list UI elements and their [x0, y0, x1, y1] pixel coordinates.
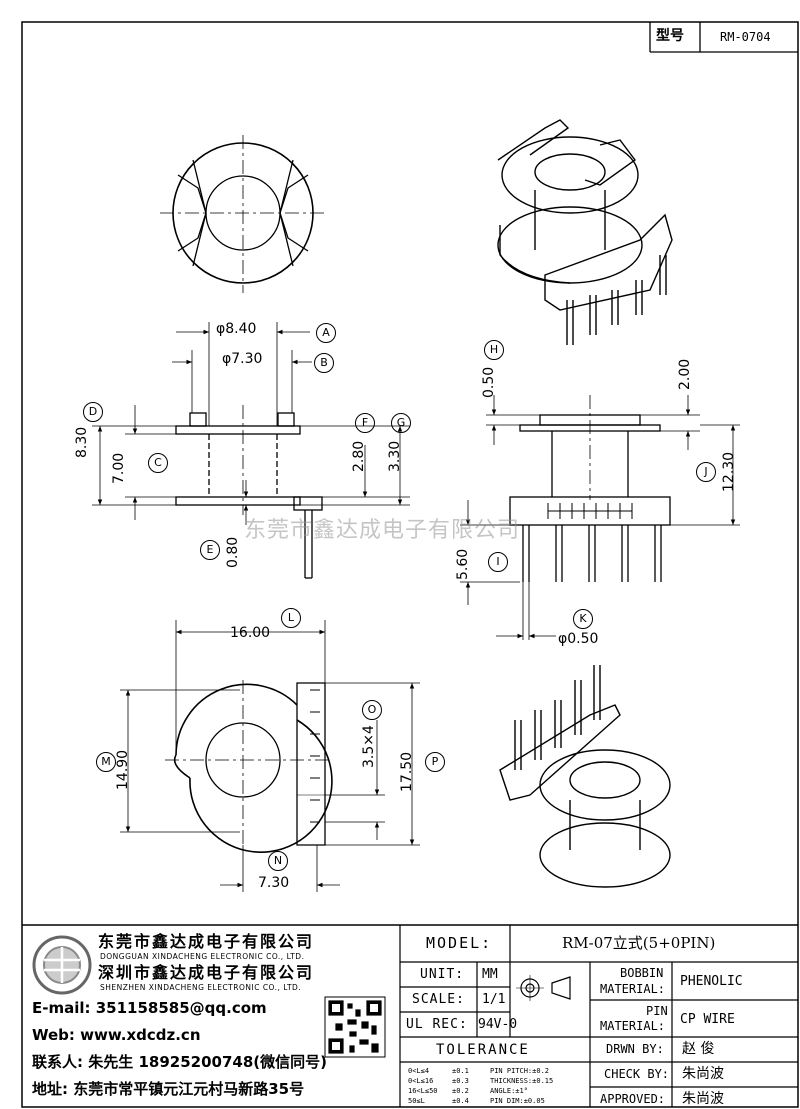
unit-value: MM [482, 967, 498, 982]
company-name-cn-1: 东莞市鑫达成电子有限公司 [98, 932, 315, 951]
tol-thickness: THICKNESS:±0.15 [490, 1077, 554, 1085]
pin-value: CP WIRE [680, 1012, 735, 1027]
drawn-label: DRWN BY: [606, 1042, 664, 1056]
balloon-g: G [391, 413, 411, 433]
top-view [160, 135, 325, 293]
tolerance-title: TOLERANCE [436, 1042, 530, 1058]
dim-16-00: 16.00 [230, 625, 271, 641]
dim-0-80: 0.80 [225, 536, 241, 568]
tol-value-2: ±0.3 [452, 1077, 469, 1085]
balloon-h: H [484, 340, 504, 360]
balloon-a: A [316, 323, 336, 343]
balloon-m: M [96, 752, 116, 772]
title-block-grid [22, 924, 798, 1107]
side-view-right [460, 395, 740, 640]
dim-12-30: 12.30 [721, 451, 737, 492]
dim-17-50: 17.50 [399, 751, 415, 792]
company-name-en-1: DONGGUAN XINDACHENG ELECTRONIC CO., LTD. [100, 952, 305, 961]
model-value: RM-07立式(5+0PIN) [562, 934, 716, 952]
balloon-n: N [268, 851, 288, 871]
tol-angle: ANGLE:±1° [490, 1087, 528, 1095]
pin-label-1: PIN [646, 1004, 668, 1018]
type-label: 型号 [656, 28, 684, 44]
iso-view-top [497, 119, 673, 345]
dim-3-30: 3.30 [387, 440, 403, 472]
check-label: CHECK BY: [604, 1067, 670, 1081]
dim-14-90: 14.90 [115, 749, 131, 790]
drawn-value: 赵 俊 [682, 1041, 715, 1057]
side-view-left [92, 322, 410, 579]
balloon-e: E [200, 540, 220, 560]
company-name-cn-2: 深圳市鑫达成电子有限公司 [98, 963, 315, 982]
balloon-l: L [281, 608, 301, 628]
tol-range-2: 0<L≤16 [408, 1077, 434, 1085]
tol-pin-pitch: PIN PITCH:±0.2 [490, 1067, 550, 1075]
company-contact: 联系人: 朱先生 18925200748(微信同号) [32, 1053, 327, 1071]
dim-5-60: 5.60 [455, 548, 471, 580]
company-web: Web: www.xdcdz.cn [32, 1026, 201, 1044]
dim-b: φ7.30 [222, 351, 263, 367]
balloon-c: C [148, 453, 168, 473]
tol-range-4: 50≤L [408, 1097, 425, 1105]
dim-7-00: 7.00 [111, 452, 127, 484]
scale-value: 1/1 [482, 992, 506, 1007]
dim-2-80: 2.80 [351, 440, 367, 472]
balloon-b: B [314, 353, 334, 373]
balloon-p: P [425, 752, 445, 772]
tol-value-1: ±0.1 [452, 1067, 469, 1075]
watermark: 东莞市鑫达成电子有限公司 [244, 518, 521, 543]
unit-label: UNIT: [420, 967, 465, 982]
bobbin-label-1: BOBBIN [620, 966, 664, 980]
dim-a: φ8.40 [216, 321, 257, 337]
dim-2-00: 2.00 [677, 358, 693, 390]
balloon-j: J [696, 462, 716, 482]
pin-label-2: MATERIAL: [600, 1019, 666, 1033]
scale-label: SCALE: [412, 992, 465, 1007]
balloon-k: K [573, 609, 593, 629]
ul-label: UL REC: [406, 1017, 468, 1032]
bobbin-value: PHENOLIC [680, 974, 743, 989]
dim-7-30: 7.30 [258, 875, 290, 891]
tol-value-4: ±0.4 [452, 1097, 469, 1105]
ul-value: 94V-0 [478, 1017, 518, 1032]
check-value: 朱尚波 [682, 1066, 724, 1082]
company-address: 地址: 东莞市常平镇元江元村马新路35号 [32, 1080, 305, 1098]
model-label: MODEL: [426, 934, 493, 952]
tol-range-3: 16<L≤50 [408, 1087, 438, 1095]
dim-phi-0-50: φ0.50 [558, 631, 599, 647]
dim-0-50: 0.50 [481, 366, 497, 398]
model-code: RM-0704 [720, 30, 771, 44]
approved-label: APPROVED: [600, 1092, 666, 1106]
iso-view-bottom [499, 665, 671, 888]
company-name-en-2: SHENZHEN XINDACHENG ELECTRONIC CO., LTD. [100, 983, 302, 992]
balloon-f: F [355, 413, 375, 433]
balloon-d: D [83, 402, 103, 422]
bobbin-label-2: MATERIAL: [600, 982, 666, 996]
balloon-i: I [488, 552, 508, 572]
tol-range-1: 0<L≤4 [408, 1067, 430, 1075]
balloon-o: O [362, 700, 382, 720]
dim-8-30: 8.30 [74, 426, 90, 458]
bottom-view [120, 620, 420, 892]
approved-value: 朱尚波 [682, 1091, 724, 1107]
tol-value-3: ±0.2 [452, 1087, 469, 1095]
company-email: E-mail: 351158585@qq.com [32, 999, 267, 1017]
dim-3-5x4: 3.5×4 [361, 725, 377, 768]
tol-pin-dim: PIN DIM:±0.05 [490, 1097, 545, 1105]
